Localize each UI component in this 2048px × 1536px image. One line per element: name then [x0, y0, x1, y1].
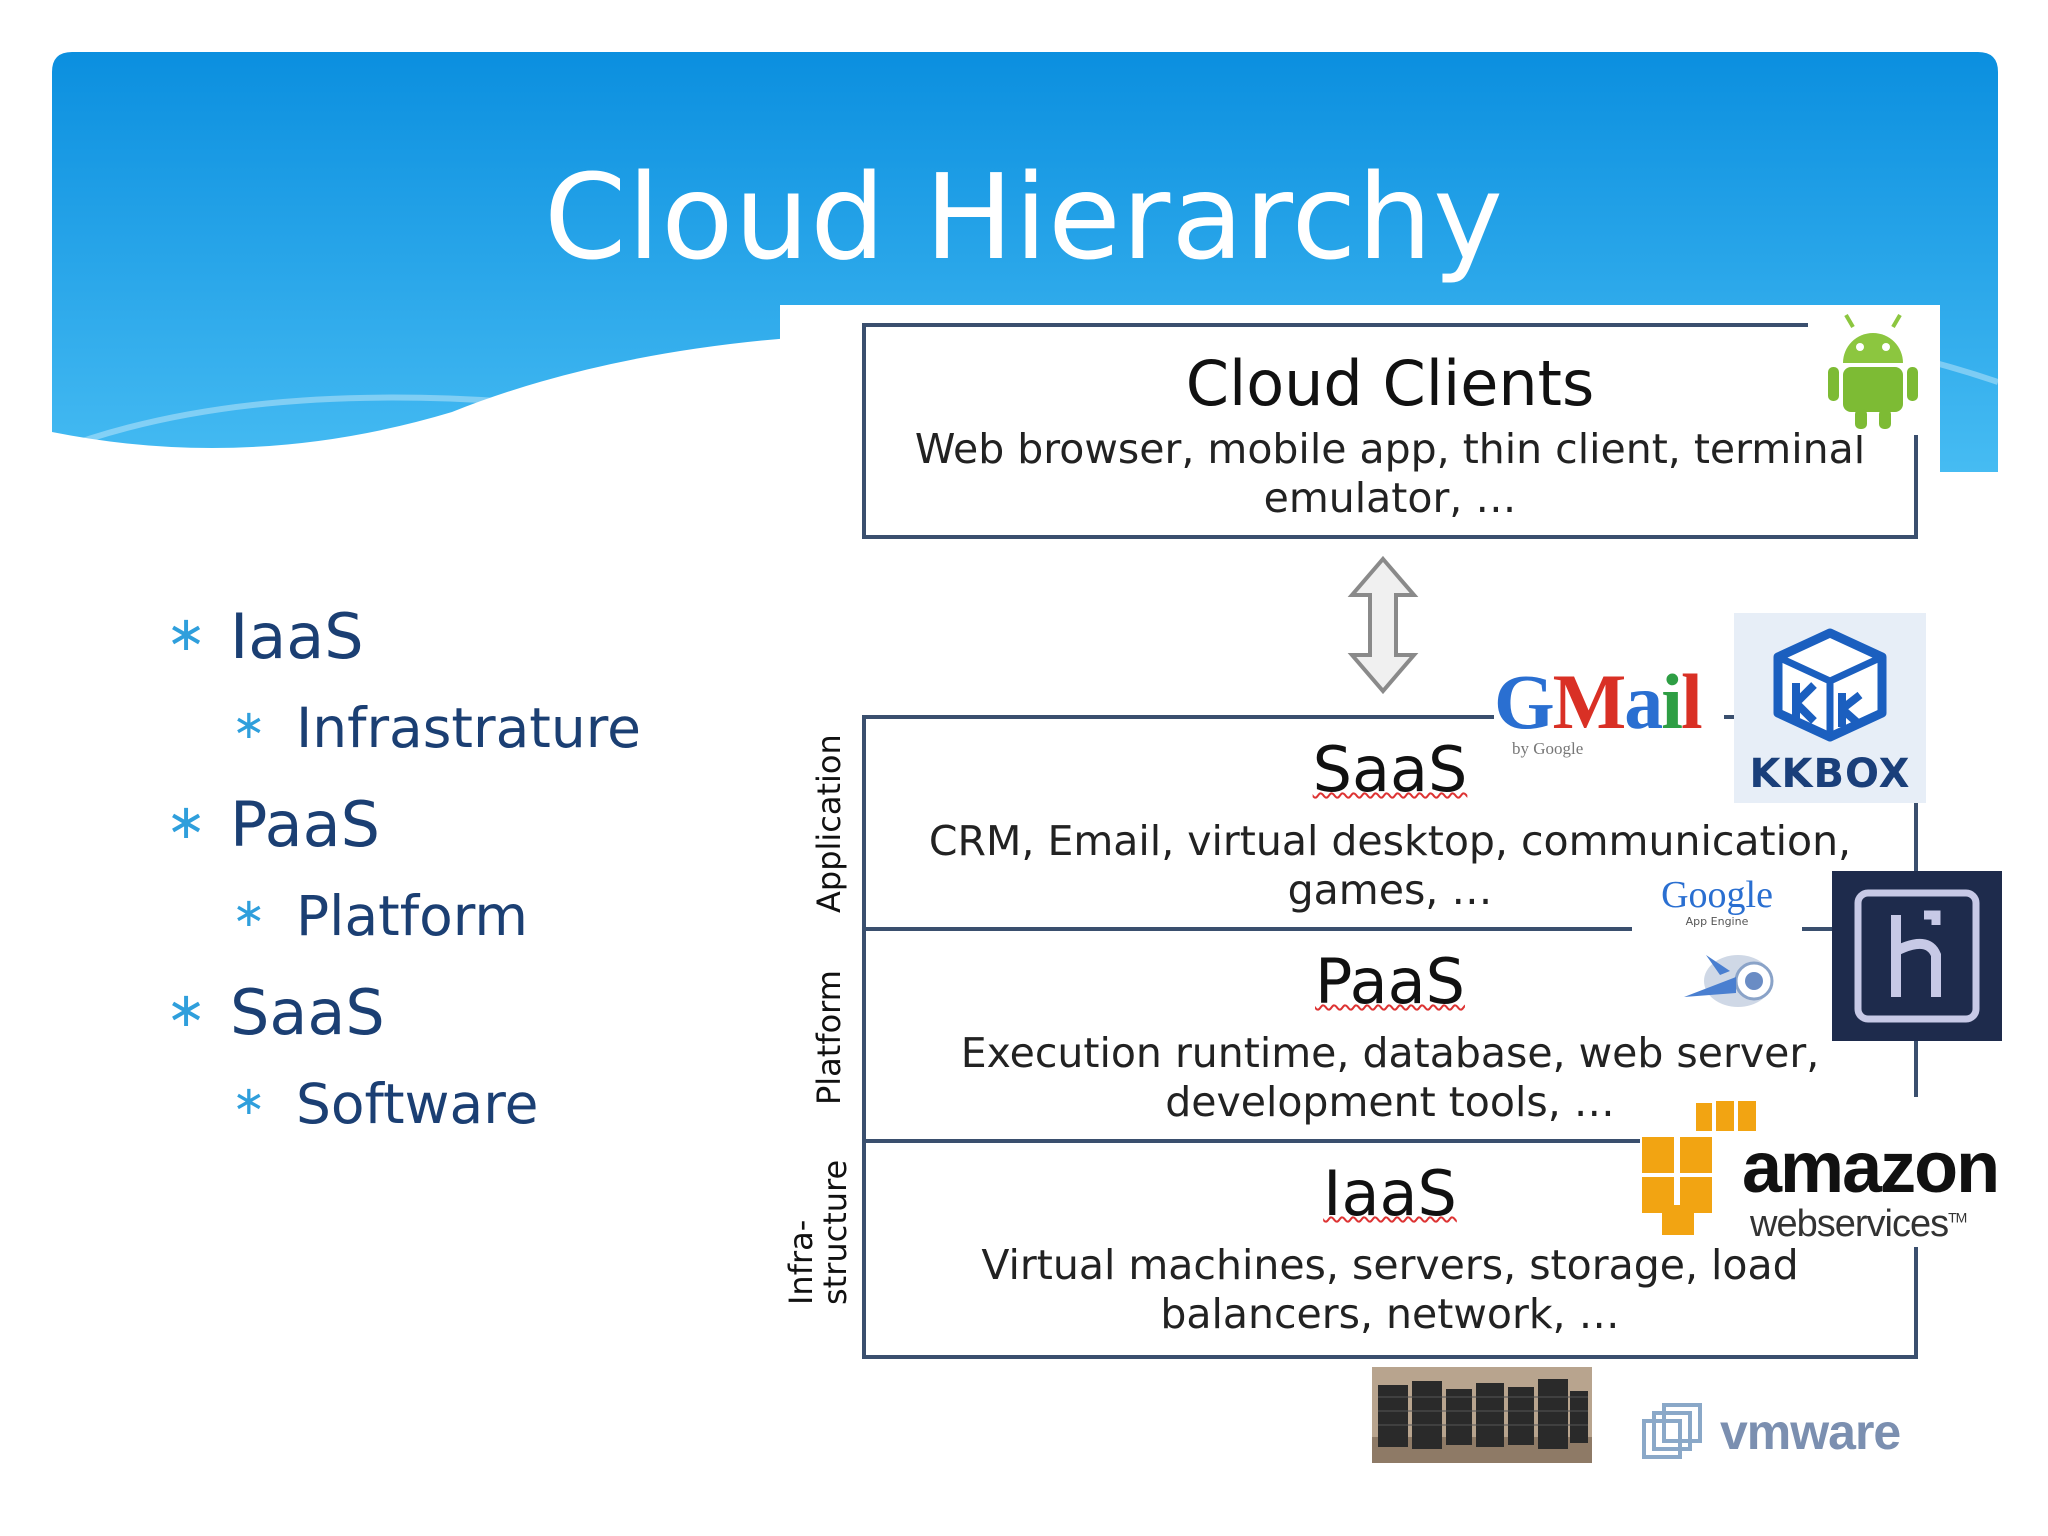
side-label-infrastructure: Infra- structure [782, 1159, 854, 1305]
gmail-logo: GMail by Google [1494, 657, 1724, 767]
service-layers-box [862, 715, 1918, 1359]
gmail-logo-text: GMail [1494, 658, 1703, 745]
saas-title: SaaS [862, 733, 1918, 806]
side-label-application: Application [810, 734, 848, 913]
saas-title-text: SaaS [1312, 733, 1468, 806]
slide-title: Cloud Hierarchy [544, 148, 1504, 286]
amazon-tm: TM [1948, 1209, 1967, 1226]
layer-divider [862, 1139, 1918, 1143]
aws-cubes-icon [1642, 1101, 1756, 1235]
cloud-clients-title: Cloud Clients [1185, 347, 1595, 420]
bullet-star-icon: ∗ [232, 890, 266, 936]
iaas-title-text: IaaS [1323, 1157, 1457, 1230]
paas-title-text: PaaS [1315, 945, 1465, 1018]
cloud-hierarchy-diagram: Cloud Clients Web browser, mobile app, t… [780, 305, 2002, 1485]
bullet-star-icon: ∗ [166, 982, 207, 1038]
cloud-clients-box: Cloud Clients Web browser, mobile app, t… [862, 323, 1918, 539]
saas-desc-line2: games, … [1287, 866, 1493, 914]
vmware-logo-text: vmware [1720, 1404, 1901, 1460]
layer-divider [862, 927, 1918, 931]
kkbox-logo: KKBOX [1734, 613, 1926, 803]
vmware-squares-icon [1642, 1403, 1702, 1459]
google-app-engine-sub: App Engine [1685, 915, 1749, 928]
sub-bullet-label: Platform [296, 884, 528, 948]
paas-desc-line2: development tools, … [1165, 1078, 1615, 1126]
cloud-clients-desc-line2: emulator, … [1263, 474, 1517, 522]
bullet-label: SaaS [230, 976, 385, 1049]
amazon-webservices-label: webservices [1750, 1203, 1949, 1245]
bullet-label: PaaS [230, 788, 380, 861]
amazon-webservices-text: webservicesTM [1750, 1203, 1967, 1246]
kkbox-logo-text: KKBOX [1749, 751, 1911, 797]
google-app-engine-logo: Google App Engine [1632, 865, 1802, 1035]
double-arrow-icon [1347, 555, 1419, 695]
saas-desc-line1: CRM, Email, virtual desktop, communicati… [928, 817, 1852, 865]
sub-bullet-label: Infrastrature [296, 696, 641, 760]
kkbox-cube-icon [1773, 628, 1887, 742]
bullet-star-icon: ∗ [232, 1078, 266, 1124]
sub-bullet-label: Software [296, 1072, 539, 1136]
side-label-infra-line1: Infra- [782, 1219, 820, 1305]
paas-desc-line1: Execution runtime, database, web server, [960, 1029, 1820, 1077]
amazon-logo-text: amazon [1742, 1128, 2000, 1208]
heroku-logo-icon [1854, 889, 1980, 1023]
bullet-star-icon: ∗ [232, 702, 266, 748]
amazon-web-services-logo: amazon webservicesTM [1640, 1097, 2000, 1247]
iaas-desc-line2: balancers, network, … [1160, 1290, 1620, 1338]
vmware-logo: vmware [1640, 1395, 1920, 1475]
side-label-platform: Platform [810, 970, 848, 1105]
server-room-photo [1372, 1367, 1592, 1463]
google-app-engine-text: Google [1661, 874, 1773, 916]
app-engine-jet-icon [1684, 955, 1774, 1007]
cloud-clients-desc-line1: Web browser, mobile app, thin client, te… [914, 425, 1866, 473]
gmail-by-google: by Google [1512, 739, 1584, 758]
android-logo-icon [1808, 305, 1938, 435]
paas-title: PaaS [862, 945, 1918, 1018]
bullet-star-icon: ∗ [166, 794, 207, 850]
heroku-logo [1832, 871, 2002, 1041]
iaas-title: IaaS [862, 1157, 1918, 1230]
bullet-star-icon: ∗ [166, 606, 207, 662]
side-label-infra-line2: structure [816, 1159, 854, 1305]
iaas-desc-line1: Virtual machines, servers, storage, load [981, 1241, 1799, 1289]
bullet-label: IaaS [230, 600, 364, 673]
